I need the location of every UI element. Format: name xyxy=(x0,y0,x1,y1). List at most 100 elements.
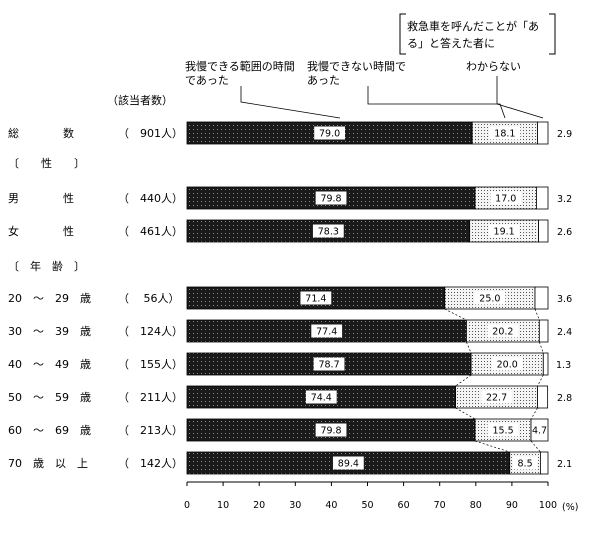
bar-segment-3 xyxy=(538,219,549,243)
data-label-bg-1 xyxy=(300,291,332,305)
row-label: 40 ～ 49 歳 xyxy=(8,358,91,371)
data-label-1: 79.0 xyxy=(319,129,340,140)
data-label-1: 79.8 xyxy=(320,426,341,437)
bar-segment-3 xyxy=(537,385,549,409)
data-label-3: 3.2 xyxy=(557,194,572,205)
data-label-bg-2 xyxy=(491,357,523,371)
connector-line xyxy=(537,374,544,387)
bar-segment-3 xyxy=(538,319,549,343)
connector-line xyxy=(474,440,510,453)
legend-leader-3 xyxy=(496,76,544,119)
data-label-1: 71.4 xyxy=(305,294,326,305)
x-tick-label: 50 xyxy=(361,500,373,511)
row-label: 70 歳 以 上 xyxy=(8,457,88,470)
data-label-1: 79.8 xyxy=(320,194,341,205)
data-label-bg-1 xyxy=(315,191,347,205)
x-tick-label: 20 xyxy=(253,500,265,511)
x-tick-label: 70 xyxy=(434,500,446,511)
data-label-3: 4.7 xyxy=(532,426,547,437)
data-label-bg-1 xyxy=(332,456,364,470)
data-label-2: 15.5 xyxy=(492,426,513,437)
row-label: 30 ～ 39 歳 xyxy=(8,325,91,338)
connector-line xyxy=(530,440,541,453)
bracket-note-line-1: 救急車を呼んだことが「あ xyxy=(407,19,539,33)
x-tick-label: 30 xyxy=(289,500,301,511)
connector-line xyxy=(444,308,467,321)
row-count: （ 211人） xyxy=(118,391,183,404)
connector-line xyxy=(534,308,540,321)
row-count: （ 155人） xyxy=(118,358,183,371)
bar-row-1: 総 数 （ 901人） 79.0 18.1 2.9 xyxy=(8,121,572,145)
data-label-bg-1 xyxy=(313,357,345,371)
connector-line xyxy=(539,341,544,354)
data-label-2: 17.0 xyxy=(495,194,516,205)
data-label-bg-1 xyxy=(312,224,344,238)
data-label-1: 74.4 xyxy=(311,393,332,404)
bar-segment-3 xyxy=(540,451,549,475)
data-label-bg-1 xyxy=(315,423,347,437)
data-label-2: 20.0 xyxy=(497,360,518,371)
row-count: （ 56人） xyxy=(118,292,180,305)
legend-series-2-line-1: 我慢できない時間で xyxy=(307,60,406,73)
data-label-3: 2.6 xyxy=(557,227,572,238)
connector-line xyxy=(466,341,472,354)
row-count: （ 901人） xyxy=(118,127,183,140)
connector-line xyxy=(455,374,472,387)
bar-segment-3 xyxy=(534,286,549,310)
x-tick-label: 100 xyxy=(539,500,557,511)
legend-leader-2 xyxy=(367,86,506,119)
bar-segment-3 xyxy=(537,121,549,145)
data-label-1: 89.4 xyxy=(338,459,359,470)
legend-series-1-line-2: であった xyxy=(185,74,229,87)
segment-connectors xyxy=(444,308,544,453)
bar-segment-3 xyxy=(530,418,549,442)
data-label-bg-1 xyxy=(314,126,345,140)
data-label-1: 78.7 xyxy=(318,360,339,371)
data-label-bg-2 xyxy=(512,456,538,470)
data-label-2: 18.1 xyxy=(494,129,515,140)
respondents-header: （該当者数） xyxy=(107,93,173,107)
x-tick-label: 40 xyxy=(325,500,337,511)
bracket-note: 救急車を呼んだことが「あ る」と答えた者に xyxy=(399,13,556,55)
group-header-sex: 〔 性 〕 xyxy=(8,156,85,170)
bar-row-6: 40 ～ 49 歳 （ 155人） 78.7 20.0 1.3 xyxy=(8,352,571,376)
data-label-bg-2 xyxy=(488,224,520,238)
row-count: （ 142人） xyxy=(118,457,183,470)
data-label-bg-2 xyxy=(487,423,519,437)
row-label: 50 ～ 59 歳 xyxy=(8,391,91,404)
data-label-bg-2 xyxy=(489,126,521,140)
row-count: （ 124人） xyxy=(118,325,183,338)
x-unit-label: (%) xyxy=(562,502,578,513)
legend: 我慢できる範囲の時間 であった 我慢できない時間で あった わからない xyxy=(185,59,544,119)
data-label-3: 2.8 xyxy=(557,393,572,404)
data-label-3: 2.9 xyxy=(557,129,572,140)
row-label: 総 数 xyxy=(8,126,74,140)
data-label-1: 78.3 xyxy=(318,227,339,238)
data-label-3: 2.1 xyxy=(557,459,572,470)
legend-series-3: わからない xyxy=(466,60,521,73)
connector-line xyxy=(455,407,476,420)
bar-segment-3 xyxy=(542,352,549,376)
row-count: （ 213人） xyxy=(118,424,183,437)
data-label-bg-2 xyxy=(490,191,522,205)
legend-series-1-line-1: 我慢できる範囲の時間 xyxy=(185,59,295,73)
row-label: 男 性 xyxy=(8,191,74,205)
data-label-1: 77.4 xyxy=(316,327,337,338)
x-tick-label: 0 xyxy=(184,500,190,511)
data-label-3: 1.3 xyxy=(556,360,571,371)
group-header-age: 〔 年 齢 〕 xyxy=(8,259,85,273)
row-label: 女 性 xyxy=(8,224,74,238)
data-label-bg-2 xyxy=(481,390,512,404)
data-label-bg-1 xyxy=(311,324,343,338)
bar-segment-3 xyxy=(536,186,549,210)
x-tick-label: 10 xyxy=(217,500,229,511)
data-label-bg-2 xyxy=(474,291,506,305)
